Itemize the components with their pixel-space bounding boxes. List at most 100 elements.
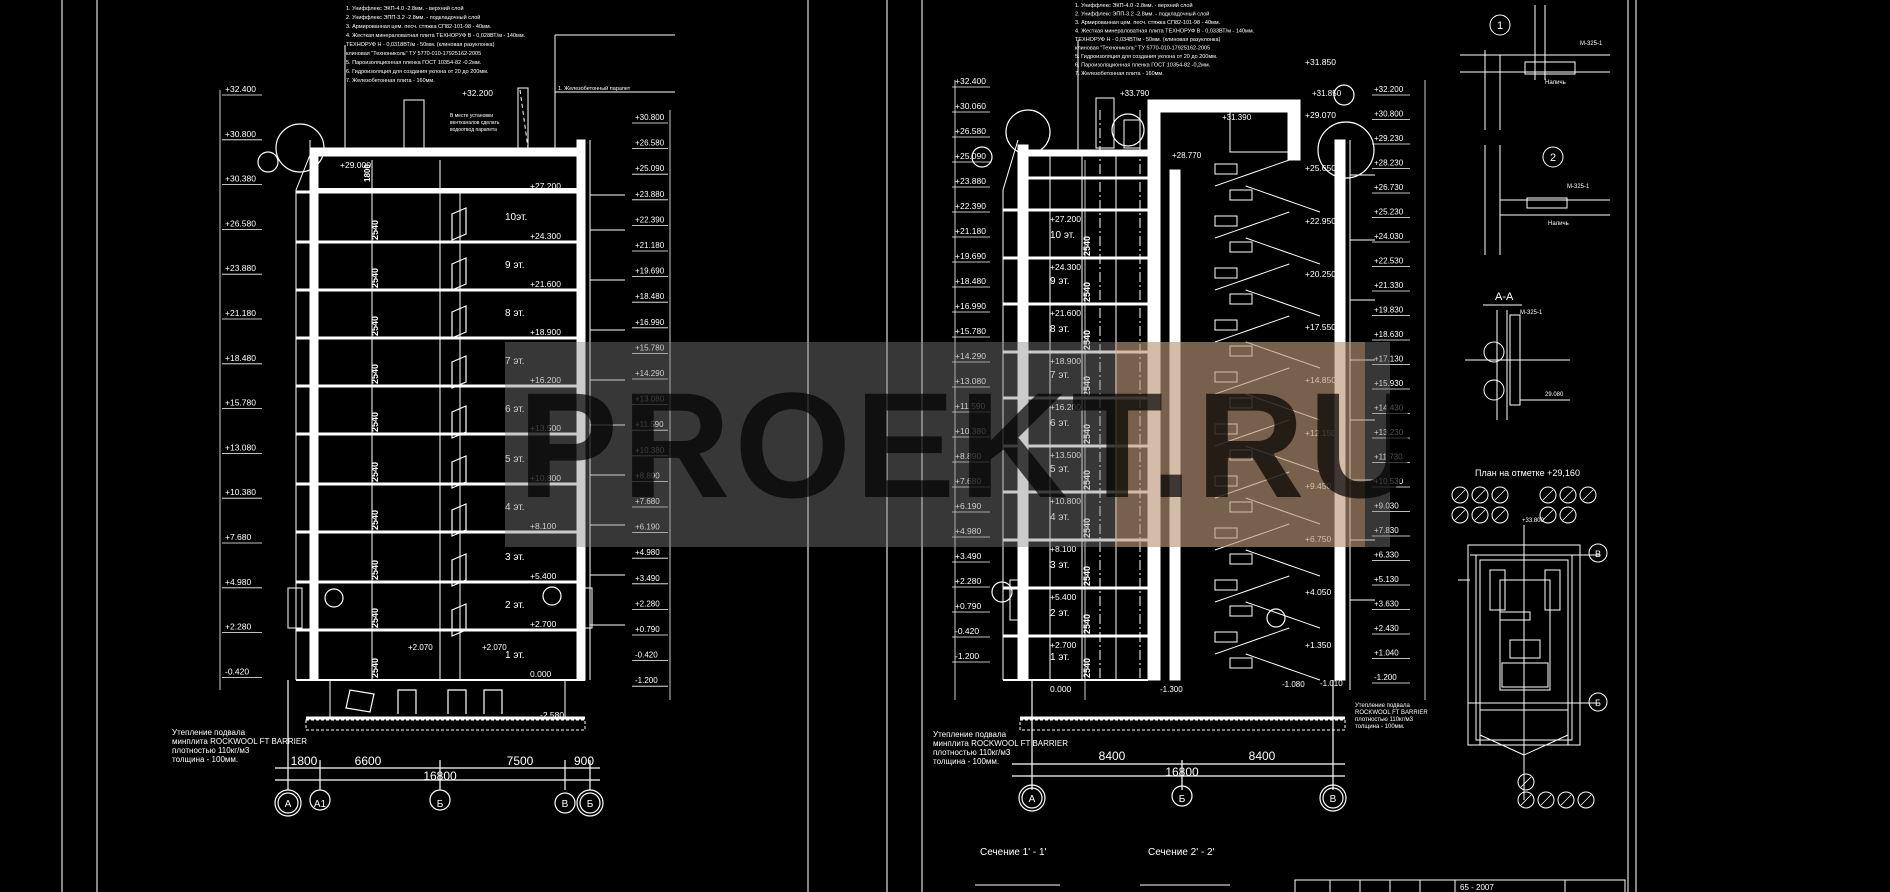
stair-flight: [1214, 575, 1290, 603]
room-height-dim: 2540: [1082, 470, 1092, 490]
elevation-mark-right: +11.730: [1374, 453, 1403, 462]
elevation-mark-right: +22.390: [635, 215, 665, 224]
room-height-dim: 2540: [370, 608, 380, 628]
stair-landing-mark: +25.650: [1305, 163, 1336, 173]
axis-label: А: [285, 799, 292, 810]
elevation-mark-left: +10.380: [225, 487, 256, 497]
elevation-mark-left: +7.680: [955, 476, 982, 486]
right-floor-slabs: [1003, 176, 1148, 681]
elevation-mark-left: +30.380: [225, 174, 256, 184]
roof-layer-spec: 2. Униффлекс ЭПП-3.2 -2.8мм. - подкладоч…: [346, 14, 480, 21]
floor-elevation-mark: +18.900: [530, 327, 561, 337]
floor-label: 10эт.: [505, 212, 527, 223]
insulation-note: Утепление подвала: [172, 728, 246, 737]
floor-elevation-mark: +27.200: [530, 181, 561, 191]
elevation-mark-right: +18.480: [635, 292, 665, 301]
elevation-mark-right: +14.290: [635, 369, 665, 378]
elevation-mark-right: +15.780: [635, 343, 665, 352]
floor-label: 2 эт.: [505, 600, 524, 611]
roof-layer-spec: клиновая "Технониколь" ТУ 5770-010-17925…: [1075, 46, 1210, 52]
plan-axis-hatch: [1474, 489, 1486, 501]
elevation-mark-left: +25.090: [955, 151, 986, 161]
elevation-mark-left: -1.200: [955, 651, 979, 661]
detail-item-label: Наличь: [1545, 80, 1566, 86]
stair-flight: [1245, 393, 1321, 421]
floor-label: 8 эт.: [505, 308, 524, 319]
elevation-mark-left: +18.480: [955, 276, 986, 286]
roof-layer-spec: 6. Гидроизоляция для создания уклона от …: [346, 69, 489, 75]
insulation-note: Утепление подвала: [1355, 703, 1410, 709]
detail-aa-item: М-325-1: [1520, 310, 1543, 316]
extra-mark: +31.850: [1312, 89, 1342, 98]
floor-elevation-mark: +10.800: [530, 473, 561, 483]
stair-flight: [1245, 341, 1321, 369]
axis-label: А: [1029, 794, 1036, 805]
floor-elevation-mark: +16.200: [1050, 402, 1081, 412]
roof-layer-spec: 6. Пароизоляционная пленка ГОСТ 10354-82…: [1075, 63, 1211, 69]
parapet-dim: 1800: [363, 164, 372, 182]
elevation-mark-right: +9.030: [1374, 502, 1399, 511]
detail-node-number: 1: [1497, 20, 1503, 32]
stair-landing-box: [1214, 423, 1238, 435]
elevation-mark-right: +14.430: [1374, 404, 1404, 413]
elevation-mark-right: +21.330: [1374, 281, 1404, 290]
stair-flight: [1214, 315, 1290, 343]
elevation-mark-left: +13.080: [955, 376, 986, 386]
floor-label: 9 эт.: [505, 260, 524, 271]
plan-axis-hatch: [1494, 489, 1506, 501]
plan-title: План на отметке +29,160: [1475, 468, 1580, 478]
landing-mark: +2.070: [482, 643, 507, 652]
stair-landing-box: [1214, 215, 1238, 227]
plan-axis: Б: [1595, 698, 1601, 708]
elevation-mark-left: +4.980: [225, 577, 252, 587]
elevation-mark-right: +24.030: [1374, 232, 1404, 241]
elevation-mark-left: +7.680: [225, 532, 252, 542]
roof-mark: +32.200: [462, 88, 493, 98]
plan-axis-bubble: [1559, 486, 1577, 504]
floor-label: 3 эт.: [505, 552, 524, 563]
floor-label: 10 эт.: [1050, 230, 1075, 241]
detail-aa-mark: 29.080: [1545, 392, 1564, 398]
roof-layer-spec: 7. Железобетонная плита - 160мм.: [346, 78, 435, 84]
staircase: [1214, 159, 1321, 681]
stair-landing-box: [1229, 605, 1253, 617]
sheet-frame: [61, 0, 1637, 892]
stair-landing-mark: +6.750: [1305, 534, 1332, 544]
elevation-mark-right: +29.230: [1374, 134, 1404, 143]
elevation-mark-right: +30.800: [1374, 110, 1404, 119]
elevation-mark-right: -1.200: [1374, 673, 1397, 682]
elevation-mark-right: +13.230: [1374, 428, 1404, 437]
watermark-accent: [1115, 342, 1365, 547]
plan-axis-bubble: [1539, 506, 1557, 524]
elevation-mark-right: +28.230: [1374, 159, 1404, 168]
elevation-mark-left: +6.190: [955, 501, 982, 511]
room-height-dim: 2540: [1082, 566, 1092, 586]
elevation-mark-right: +13.080: [635, 395, 665, 404]
room-height-dim: 2540: [370, 268, 380, 288]
elevation-mark-right: +11.590: [635, 420, 664, 429]
floor-elevation-mark: +21.600: [530, 279, 561, 289]
elevation-mark-right: +23.880: [635, 190, 665, 199]
stair-flight: [1245, 289, 1321, 317]
dimension: 6600: [355, 754, 382, 768]
elevation-mark-left: +32.400: [225, 84, 256, 94]
stair-flight: [1214, 159, 1290, 187]
side-note: 1. Железобетонный парапет: [558, 85, 631, 92]
elevation-mark-right: +21.180: [635, 241, 665, 250]
elevation-mark-right: -0.420: [635, 651, 658, 660]
roof-layer-spec: 4. Жесткая минераловатная плита ТЕХНОРУФ…: [346, 33, 526, 39]
elevation-mark-right: +17.130: [1374, 355, 1404, 364]
plan-axis-bubble: [1539, 486, 1557, 504]
axis-label: В: [562, 799, 569, 810]
insulation-note: Утепление подвала: [933, 730, 1007, 739]
stair-landing-box: [1229, 657, 1253, 669]
floor-elevation-mark: +24.300: [1050, 262, 1081, 272]
elevation-mark-right: +0.790: [635, 625, 660, 634]
room-height-dim: 2540: [370, 462, 380, 482]
stair-flight: [1245, 185, 1321, 213]
floor-elevation-mark: +2.700: [1050, 640, 1077, 650]
plan-axis-bubble: [1491, 506, 1509, 524]
room-height-dim: 2540: [1082, 658, 1092, 678]
elevation-mark-right: +2.280: [635, 599, 660, 608]
